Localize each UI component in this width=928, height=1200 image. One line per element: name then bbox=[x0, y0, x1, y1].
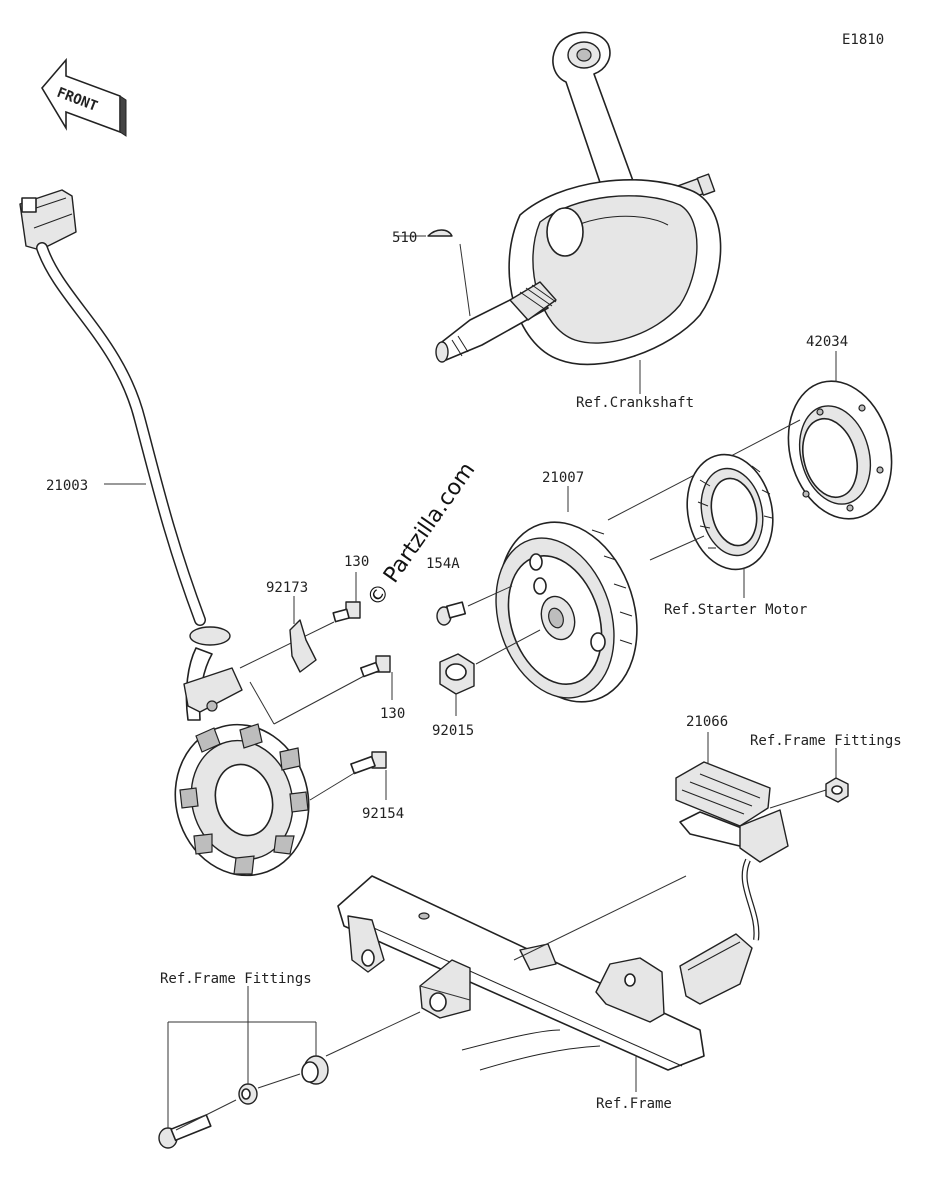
frame-fitting-nut bbox=[825, 777, 849, 803]
frame bbox=[337, 875, 705, 1071]
label-154a: 154A bbox=[426, 556, 460, 572]
diagram-code: E1810 bbox=[842, 32, 884, 48]
bolt-130-top bbox=[332, 601, 361, 623]
label-92154: 92154 bbox=[362, 806, 404, 822]
crankshaft bbox=[435, 31, 722, 366]
label-130-bottom: 130 bbox=[380, 706, 405, 722]
label-42034: 42034 bbox=[806, 334, 848, 350]
bolt-92154 bbox=[350, 751, 387, 775]
clamp bbox=[289, 619, 317, 673]
watermark: © Partzilla.com bbox=[362, 458, 480, 611]
gear bbox=[787, 380, 893, 520]
starter-clutch bbox=[686, 453, 774, 571]
frame-fittings-left bbox=[158, 1055, 329, 1149]
flywheel bbox=[495, 521, 638, 703]
label-92173: 92173 bbox=[266, 580, 308, 596]
label-ref-starter-motor: Ref.Starter Motor bbox=[664, 602, 807, 618]
label-ref-frame-fittings-left: Ref.Frame Fittings bbox=[160, 971, 312, 987]
label-130-top: 130 bbox=[344, 554, 369, 570]
label-510: 510 bbox=[392, 230, 417, 246]
label-ref-crankshaft: Ref.Crankshaft bbox=[576, 395, 694, 411]
label-92015: 92015 bbox=[432, 723, 474, 739]
stator-harness bbox=[19, 189, 310, 877]
label-21007: 21007 bbox=[542, 470, 584, 486]
label-ref-frame: Ref.Frame bbox=[596, 1096, 672, 1112]
front-arrow-icon: FRONT bbox=[41, 57, 127, 137]
regulator-rectifier bbox=[675, 761, 789, 1005]
woodruff-key bbox=[427, 229, 453, 237]
label-ref-frame-fittings-right: Ref.Frame Fittings bbox=[750, 733, 902, 749]
label-21003: 21003 bbox=[46, 478, 88, 494]
bolt-130-bottom bbox=[359, 655, 391, 678]
bolt-154a bbox=[436, 601, 467, 626]
flywheel-nut bbox=[439, 653, 475, 695]
label-21066: 21066 bbox=[686, 714, 728, 730]
